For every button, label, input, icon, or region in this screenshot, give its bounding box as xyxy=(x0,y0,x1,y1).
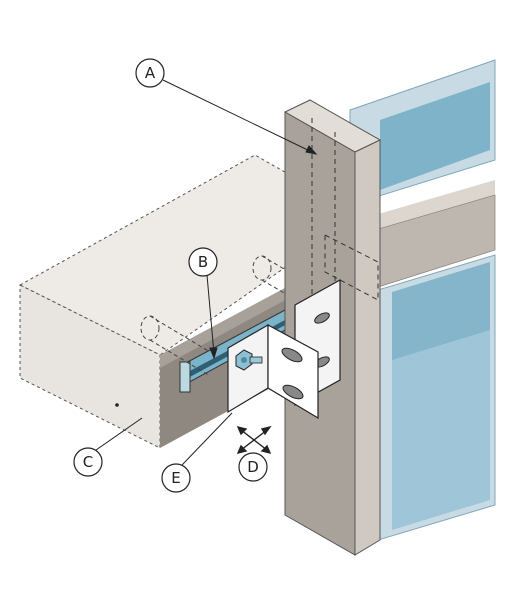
leader-e xyxy=(181,412,233,466)
bolt-head xyxy=(241,357,247,363)
leader-lines xyxy=(95,79,318,466)
slab-edge-highlight xyxy=(160,280,300,368)
callout-c: C xyxy=(73,447,103,477)
callout-a-label: A xyxy=(145,64,156,82)
callout-b: B xyxy=(188,247,218,277)
callout-d-label: D xyxy=(247,458,259,476)
mullion-side xyxy=(354,139,381,556)
callout-e: E xyxy=(161,463,191,493)
transom-hidden-outline xyxy=(324,234,379,301)
leader-c-dot xyxy=(115,403,119,407)
upper-glass-pane xyxy=(380,82,490,190)
l-bracket xyxy=(227,323,319,420)
leader-b-tip xyxy=(209,347,218,360)
bracket-slot-1 xyxy=(281,347,303,363)
callout-c-label: C xyxy=(83,453,93,471)
rear-slot-1 xyxy=(314,312,330,324)
transom-top xyxy=(375,180,495,230)
callout-b-label: B xyxy=(198,253,208,271)
glass-panels xyxy=(349,59,496,541)
callout-d: D xyxy=(238,452,268,482)
bolt-shank xyxy=(249,356,263,364)
leader-a-tip xyxy=(305,145,318,155)
bracket-upright-flange xyxy=(267,323,319,420)
leader-b xyxy=(206,274,215,355)
glass-shadow-band xyxy=(392,262,490,360)
leader-c xyxy=(95,417,143,451)
bolt-assembly xyxy=(235,349,263,371)
leader-a xyxy=(162,79,317,155)
adjustment-arrows-icon xyxy=(236,425,272,455)
bracket-slot-2 xyxy=(282,384,304,400)
callout-e-label: E xyxy=(171,469,180,487)
callout-a: A xyxy=(135,58,165,88)
channel-end xyxy=(179,361,191,393)
anchor-shaft-left xyxy=(149,315,211,377)
slab-front xyxy=(19,284,161,449)
